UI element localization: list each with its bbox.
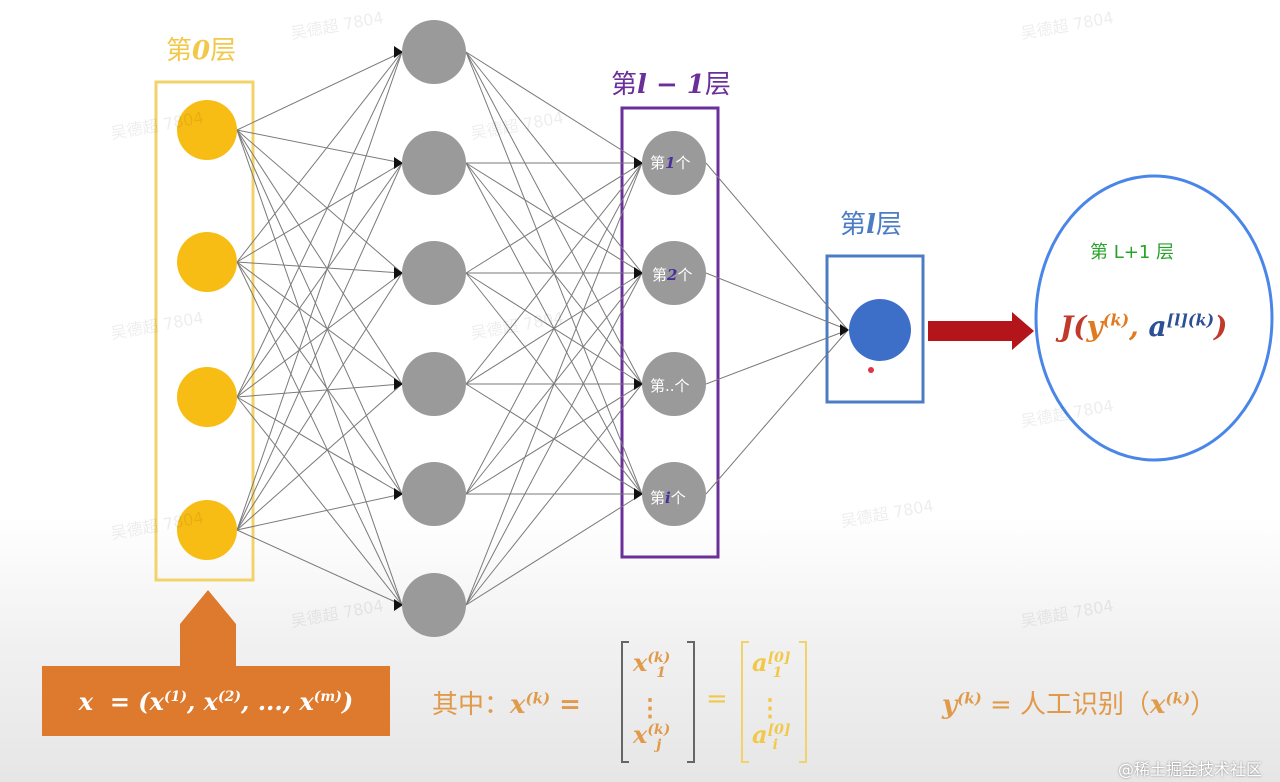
connection-line — [705, 329, 849, 385]
matrix-a-right-bracket — [799, 641, 807, 763]
hidden-node — [402, 131, 466, 195]
red-arrow-icon — [928, 312, 1034, 350]
matrix-a-dots: ⋮ — [758, 693, 782, 722]
credit-text: @稀土掘金技术社区 — [1118, 760, 1263, 779]
connection-line — [236, 261, 403, 274]
input-node — [177, 232, 237, 292]
connection-line — [236, 51, 403, 531]
connection-line — [465, 493, 643, 606]
arrowhead-icon — [634, 378, 643, 390]
matrix-x-top: x(k)1 — [633, 648, 671, 681]
connection-line — [236, 129, 403, 274]
connection-line — [236, 493, 403, 531]
matrix-x-bottom: x(k)j — [633, 720, 671, 753]
connection-line — [705, 272, 849, 331]
hidden-node — [402, 352, 466, 416]
prev-layer-node — [642, 352, 706, 416]
arrowhead-icon — [394, 599, 403, 611]
connection-line — [465, 162, 643, 385]
connection-line — [705, 162, 849, 331]
prev-layer-node — [642, 131, 706, 195]
connection-line — [465, 51, 643, 164]
layer-l-box — [825, 254, 925, 404]
arrowhead-icon — [394, 157, 403, 169]
connection-line — [236, 396, 403, 495]
matrix-a-top: a[0]1 — [752, 648, 791, 681]
connection-line — [236, 261, 403, 385]
connection-line — [236, 162, 403, 531]
neuron-label-2: 第2个 — [652, 266, 693, 284]
matrix-x-left-bracket — [621, 641, 629, 763]
connection-line — [465, 272, 643, 606]
arrowhead-icon — [634, 267, 643, 279]
neuron-label-i: 第i个 — [650, 489, 686, 507]
layer-0-label: 第0层 — [166, 36, 237, 66]
layer-next-label: 第 L+1 层 — [1090, 242, 1175, 263]
connection-line — [236, 162, 403, 398]
neuron-label-1: 第1个 — [650, 154, 691, 172]
output-node — [849, 299, 911, 361]
input-node — [177, 100, 237, 160]
connection-line — [705, 329, 849, 495]
connection-line — [465, 162, 643, 495]
connection-line — [236, 383, 403, 531]
equals-sign: = — [706, 684, 728, 714]
connection-line — [236, 129, 403, 495]
arrowhead-icon — [394, 488, 403, 500]
input-node — [177, 500, 237, 560]
matrix-a-left-bracket — [741, 641, 749, 763]
y-definition: y(k) = 人工识别（x(k)） — [942, 689, 1217, 720]
arrowhead-icon — [634, 157, 643, 169]
cursor-dot — [868, 367, 874, 373]
layer-prev-label: 第l − 1层 — [611, 70, 731, 100]
connection-line — [236, 272, 403, 398]
connection-line — [465, 162, 643, 606]
connection-line — [236, 129, 403, 606]
arrowhead-icon — [634, 488, 643, 500]
matrix-x-right-bracket — [687, 641, 695, 763]
arrowhead-icon — [394, 267, 403, 279]
connection-line — [236, 51, 403, 398]
arrowhead-icon — [840, 324, 849, 336]
cost-function: J(y(k), a[l](k)) — [1060, 310, 1228, 343]
cost-ellipse — [1034, 174, 1274, 462]
where-formula: 其中：x(k) = — [432, 689, 581, 720]
layer-0-box — [154, 80, 255, 582]
input-vector-box: x = (x(1), x(2), ..., x(m)) — [42, 666, 390, 736]
connection-line — [236, 129, 403, 385]
connection-line — [236, 383, 403, 398]
connection-line — [236, 261, 403, 495]
connection-line — [236, 261, 403, 606]
matrix-x-dots: ⋮ — [638, 693, 662, 722]
connection-line — [236, 529, 403, 606]
connection-line — [236, 162, 403, 263]
prev-layer-node — [642, 241, 706, 305]
connection-line — [236, 51, 403, 131]
hidden-node — [402, 20, 466, 84]
connection-line — [236, 51, 403, 263]
hidden-node — [402, 573, 466, 637]
connection-line — [236, 396, 403, 606]
neuron-label-dots: 第..个 — [650, 377, 690, 395]
hidden-node — [402, 462, 466, 526]
layer-l-label: 第l层 — [840, 210, 902, 240]
connection-line — [236, 129, 403, 164]
arrowhead-icon — [394, 378, 403, 390]
prev-layer-node — [642, 462, 706, 526]
matrix-a-bottom: a[0]i — [752, 720, 791, 753]
connection-line — [465, 383, 643, 606]
input-node — [177, 367, 237, 427]
up-arrow-icon — [180, 590, 236, 666]
arrowhead-icon — [394, 46, 403, 58]
layer-prev-box — [620, 106, 720, 559]
hidden-node — [402, 241, 466, 305]
connection-line — [236, 272, 403, 531]
connection-line — [465, 162, 643, 274]
